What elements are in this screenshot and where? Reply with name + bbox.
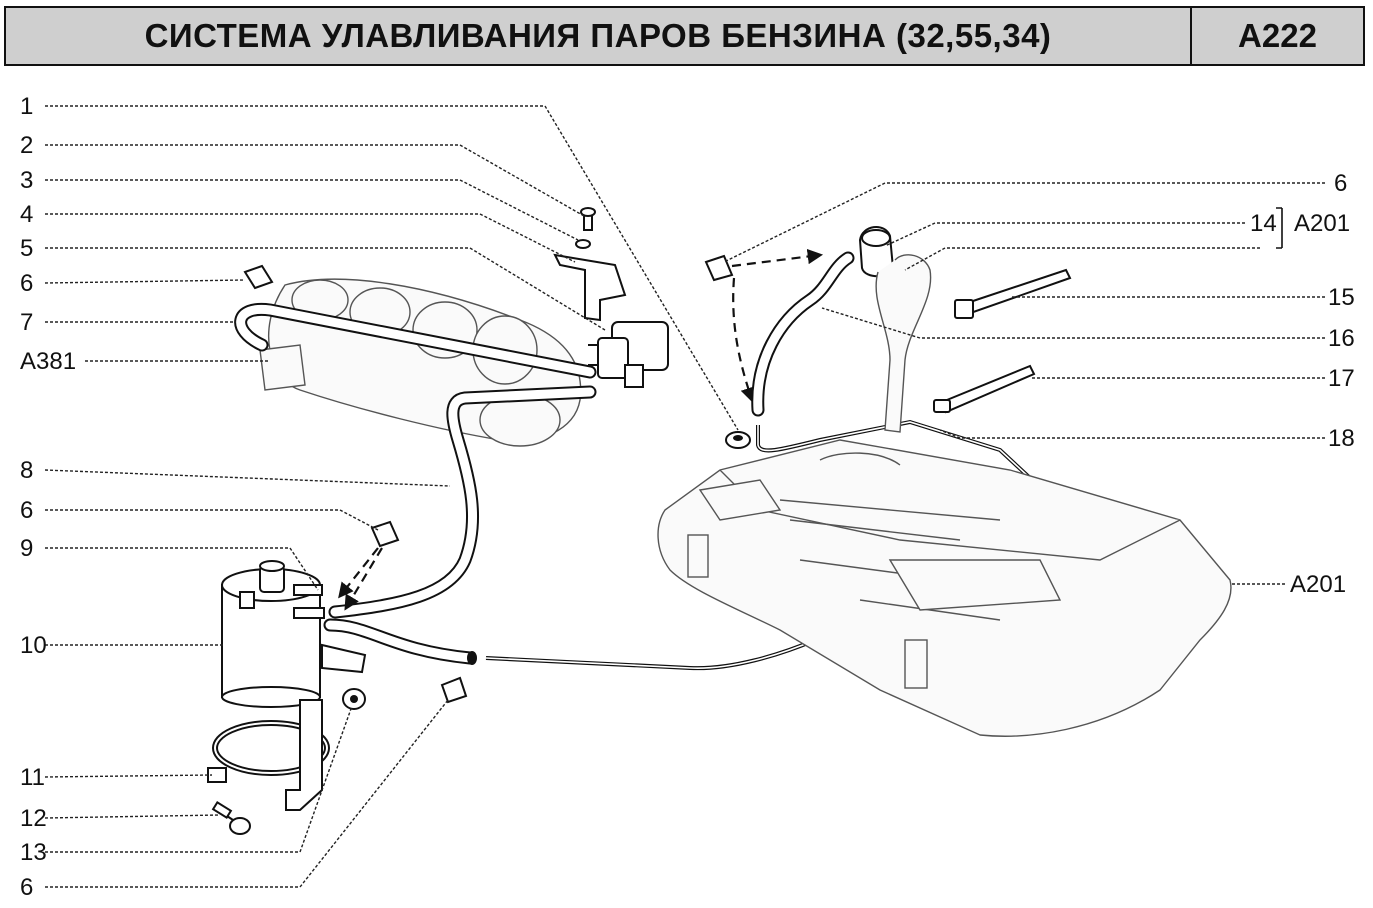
cable-tie-17 <box>933 364 1036 414</box>
callout-15: 15 <box>1328 284 1355 311</box>
clip-6-a <box>243 264 274 290</box>
callout-2: 2 <box>20 132 33 159</box>
hose-9 <box>323 618 477 665</box>
callout-11: 11 <box>20 764 45 791</box>
dashed-arrow <box>344 547 383 611</box>
purge-valve-5 <box>588 321 669 388</box>
clip-6-b <box>370 520 400 548</box>
title-bar: СИСТЕМА УЛАВЛИВАНИЯ ПАРОВ БЕНЗИНА (32,55… <box>4 6 1365 66</box>
callout-14: 14 <box>1250 210 1277 237</box>
leader-lines-right <box>723 182 1325 585</box>
hose-7 <box>234 302 597 379</box>
washer-3 <box>575 239 591 249</box>
group-bracket <box>1276 207 1283 249</box>
page-title: СИСТЕМА УЛАВЛИВАНИЯ ПАРОВ БЕНЗИНА (32,55… <box>6 8 1192 64</box>
callout-17: 17 <box>1328 365 1355 392</box>
callout-4: 4 <box>20 201 33 228</box>
bracket-4 <box>553 253 627 322</box>
clip-6-c <box>440 676 468 704</box>
callout-10: 10 <box>20 632 47 659</box>
page-code: A222 <box>1238 17 1317 54</box>
dashed-arrow <box>731 248 824 268</box>
callout-6: 6 <box>20 874 33 901</box>
vapor-tube-18 <box>485 419 1032 671</box>
callout-6: 6 <box>1334 170 1347 197</box>
clip-6-d <box>704 254 734 282</box>
callout-18: 18 <box>1328 425 1355 452</box>
dashed-arrow <box>338 547 379 599</box>
callout-a201: A201 <box>1294 210 1350 237</box>
callout-6: 6 <box>20 270 33 297</box>
callout-1: 1 <box>20 93 33 120</box>
callout-6: 6 <box>20 497 33 524</box>
fuel-tank <box>657 439 1232 737</box>
hose-8 <box>328 385 597 619</box>
dashed-arrow <box>732 277 756 403</box>
canister-strap-11 <box>207 643 367 811</box>
bolt-12 <box>211 800 251 835</box>
separator-14 <box>858 226 932 433</box>
callout-16: 16 <box>1328 325 1355 352</box>
callout-3: 3 <box>20 167 33 194</box>
grommet <box>725 431 751 449</box>
callout-7: 7 <box>20 309 33 336</box>
callout-12: 12 <box>20 805 47 832</box>
callout-a381: A381 <box>20 348 76 375</box>
callout-9: 9 <box>20 535 33 562</box>
callout-13: 13 <box>20 839 47 866</box>
cable-tie-15 <box>954 268 1072 319</box>
nut-13 <box>342 688 366 710</box>
leader-lines-left <box>44 105 739 888</box>
hose-16 <box>751 251 855 417</box>
charcoal-canister-10 <box>221 560 325 708</box>
bolt-2 <box>580 207 596 231</box>
callout-a201: A201 <box>1290 571 1346 598</box>
callout-5: 5 <box>20 235 33 262</box>
callout-8: 8 <box>20 457 33 484</box>
